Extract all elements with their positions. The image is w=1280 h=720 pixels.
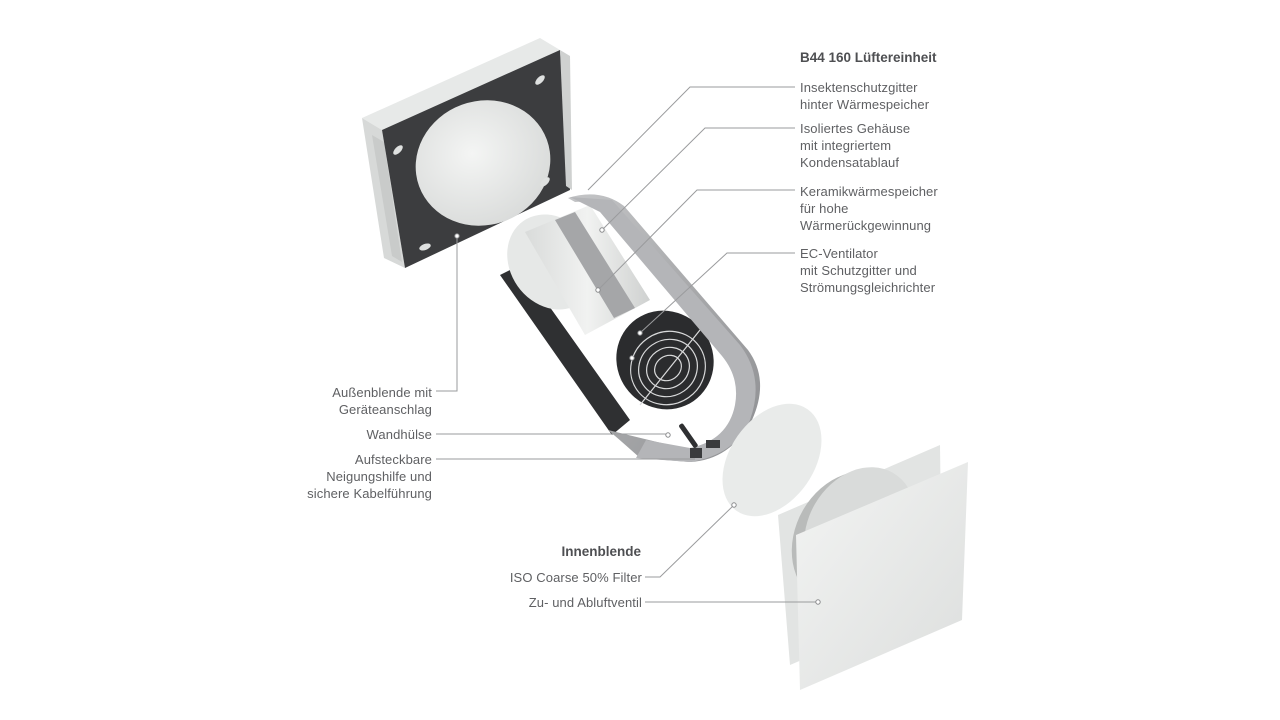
leader-dots [454, 227, 821, 605]
label-insulated-housing: Isoliertes Gehäuse mit integriertem Kond… [800, 121, 911, 170]
label-filter: ISO Coarse 50% Filter [509, 570, 642, 585]
label-outer-cover: Außenblende mit Geräteanschlag [332, 385, 432, 417]
leader-lines [436, 86, 818, 603]
label-ec-fan: EC-Ventilator mit Schutzgitter und Ström… [800, 246, 936, 295]
label-valve: Zu- und Abluftventil [528, 595, 642, 610]
label-tilt-aid: Aufsteckbare Neigungshilfe und sichere K… [307, 452, 432, 501]
label-insect-screen: Insektenschutzgitter hinter Wärmespeiche… [800, 80, 930, 112]
fan-unit-illustration [500, 194, 761, 462]
outer-cover-illustration [362, 38, 572, 268]
inner-panel-illustration [778, 445, 968, 690]
inner-heading: Innenblende [561, 544, 641, 559]
unit-heading: B44 160 Lüftereinheit [800, 50, 937, 65]
label-ceramic-heat-storage: Keramikwärmespeicher für hohe Wärmerückg… [800, 184, 938, 233]
label-wall-sleeve: Wandhülse [366, 427, 432, 442]
filter-disc-illustration [722, 403, 822, 517]
